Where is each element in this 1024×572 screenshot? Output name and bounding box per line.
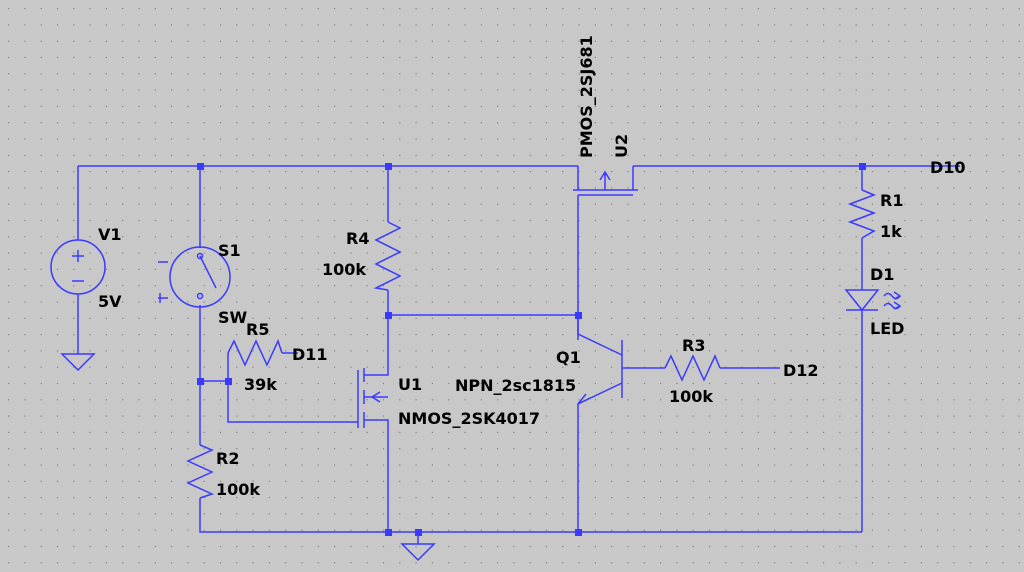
switch-s1[interactable]: [158, 246, 231, 308]
ground-symbol-main: [400, 543, 436, 562]
resistor-r4[interactable]: [373, 221, 402, 291]
r3-ref-label: R3: [682, 336, 705, 355]
r4-value-label: 100k: [322, 260, 366, 279]
resistor-r5[interactable]: [227, 338, 283, 367]
wires: [77, 165, 960, 544]
r4-ref-label: R4: [346, 229, 369, 248]
r5-ref-label: R5: [246, 320, 269, 339]
d1-ref-label: D1: [870, 265, 894, 284]
led-d1[interactable]: [844, 289, 902, 312]
npn-transistor-q1[interactable]: [577, 315, 623, 410]
grid-dots: [8, 8, 1020, 564]
q1-ref-label: Q1: [556, 348, 581, 367]
s1-value-label: SW: [218, 308, 248, 327]
u1-value-label: NMOS_2SK4017: [398, 409, 540, 428]
nmos-u1[interactable]: [357, 363, 389, 432]
net-d11-label: D11: [292, 345, 328, 364]
r2-value-label: 100k: [216, 480, 260, 499]
voltage-source-v1[interactable]: [50, 239, 106, 295]
junction-dots: [197, 163, 866, 536]
u2-ref-label: U2: [612, 134, 631, 158]
resistor-r1[interactable]: [847, 189, 877, 239]
net-d10-label: D10: [930, 158, 966, 177]
d1-value-label: LED: [870, 319, 904, 338]
pmos-u2[interactable]: [573, 166, 638, 196]
v1-ref-label: V1: [98, 225, 122, 244]
net-d12-label: D12: [783, 361, 819, 380]
u2-value-label: PMOS_2SJ681: [577, 35, 596, 158]
r1-value-label: 1k: [880, 222, 902, 241]
resistor-r3[interactable]: [664, 354, 721, 382]
u1-ref-label: U1: [398, 375, 422, 394]
r1-ref-label: R1: [880, 191, 903, 210]
v1-value-label: 5V: [98, 292, 122, 311]
ground-symbol-v1: [60, 353, 96, 372]
q1-value-label: NPN_2sc1815: [455, 376, 576, 395]
r2-ref-label: R2: [216, 449, 239, 468]
s1-ref-label: S1: [218, 241, 241, 260]
resistor-r2[interactable]: [186, 444, 215, 499]
r5-value-label: 39k: [244, 375, 277, 394]
r3-value-label: 100k: [669, 387, 713, 406]
